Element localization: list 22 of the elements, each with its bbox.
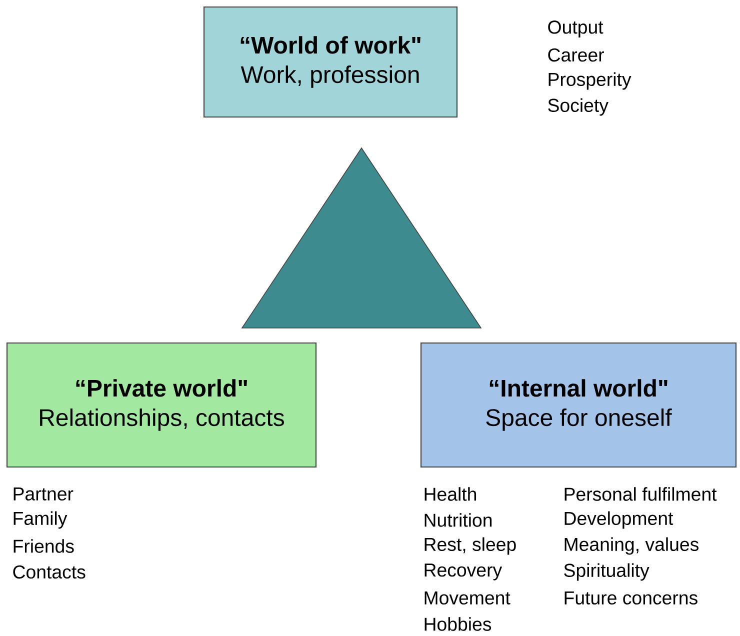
list-item: Recovery [424,564,502,580]
list-item: Contacts [13,565,86,579]
list-item: Output [548,20,604,38]
list-item: Hobbies [424,617,492,631]
category-box: “Private world" Relationships, contacts [6,342,317,468]
category-box: “Internal world" Space for oneself [420,342,737,468]
list-item: Prosperity [548,72,632,90]
list-item: Partner [14,487,74,500]
list-item: Nutrition [424,513,492,527]
list-item: Health [424,487,476,501]
list-item: Future concerns [564,591,698,604]
list-item: Spirituality [564,563,650,581]
list-item: Society [548,98,608,116]
list-item: Family [14,511,68,529]
category-box: “World of work" Work, profession [203,6,458,118]
list-item: Development [564,511,674,529]
list-item: Personal fulfilment [564,487,717,501]
list-item: Rest, sleep [424,537,516,555]
list-item: Career [548,48,604,62]
list-item: Friends [14,539,74,553]
list-item: Meaning, values [564,537,698,555]
list-item: Movement [424,591,510,604]
